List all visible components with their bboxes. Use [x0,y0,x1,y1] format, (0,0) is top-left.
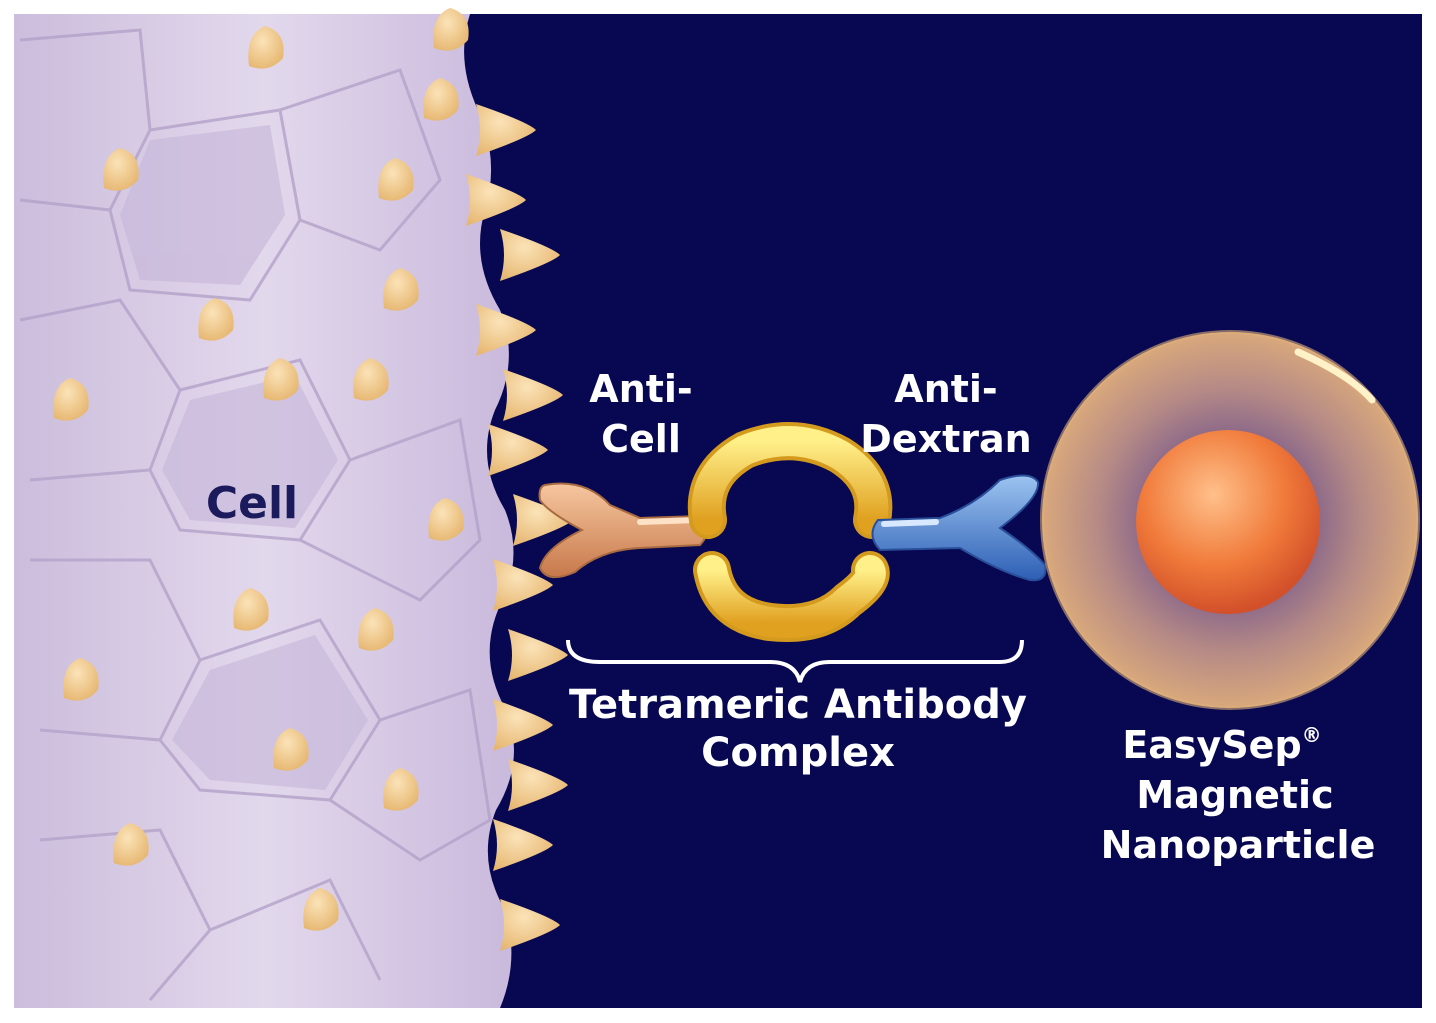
magnetic-nanoparticle [1042,332,1418,708]
anti-cell-label-line2: Cell [601,417,681,461]
complex-label-line2: Complex [701,730,895,776]
particle-name: EasySep [1122,723,1301,767]
anti-cell-label-line1: Anti- [589,367,692,411]
particle-label-line1: EasySep® [1122,723,1321,767]
particle-label-line2: Magnetic [1136,773,1333,817]
anti-dextran-label-line1: Anti- [894,367,997,411]
anti-dextran-label-line2: Dextran [860,417,1031,461]
registered-mark: ® [1302,723,1322,747]
cell-label: Cell [206,478,298,529]
complex-label-line1: Tetrameric Antibody [569,682,1027,728]
particle-label-line3: Nanoparticle [1101,823,1376,867]
